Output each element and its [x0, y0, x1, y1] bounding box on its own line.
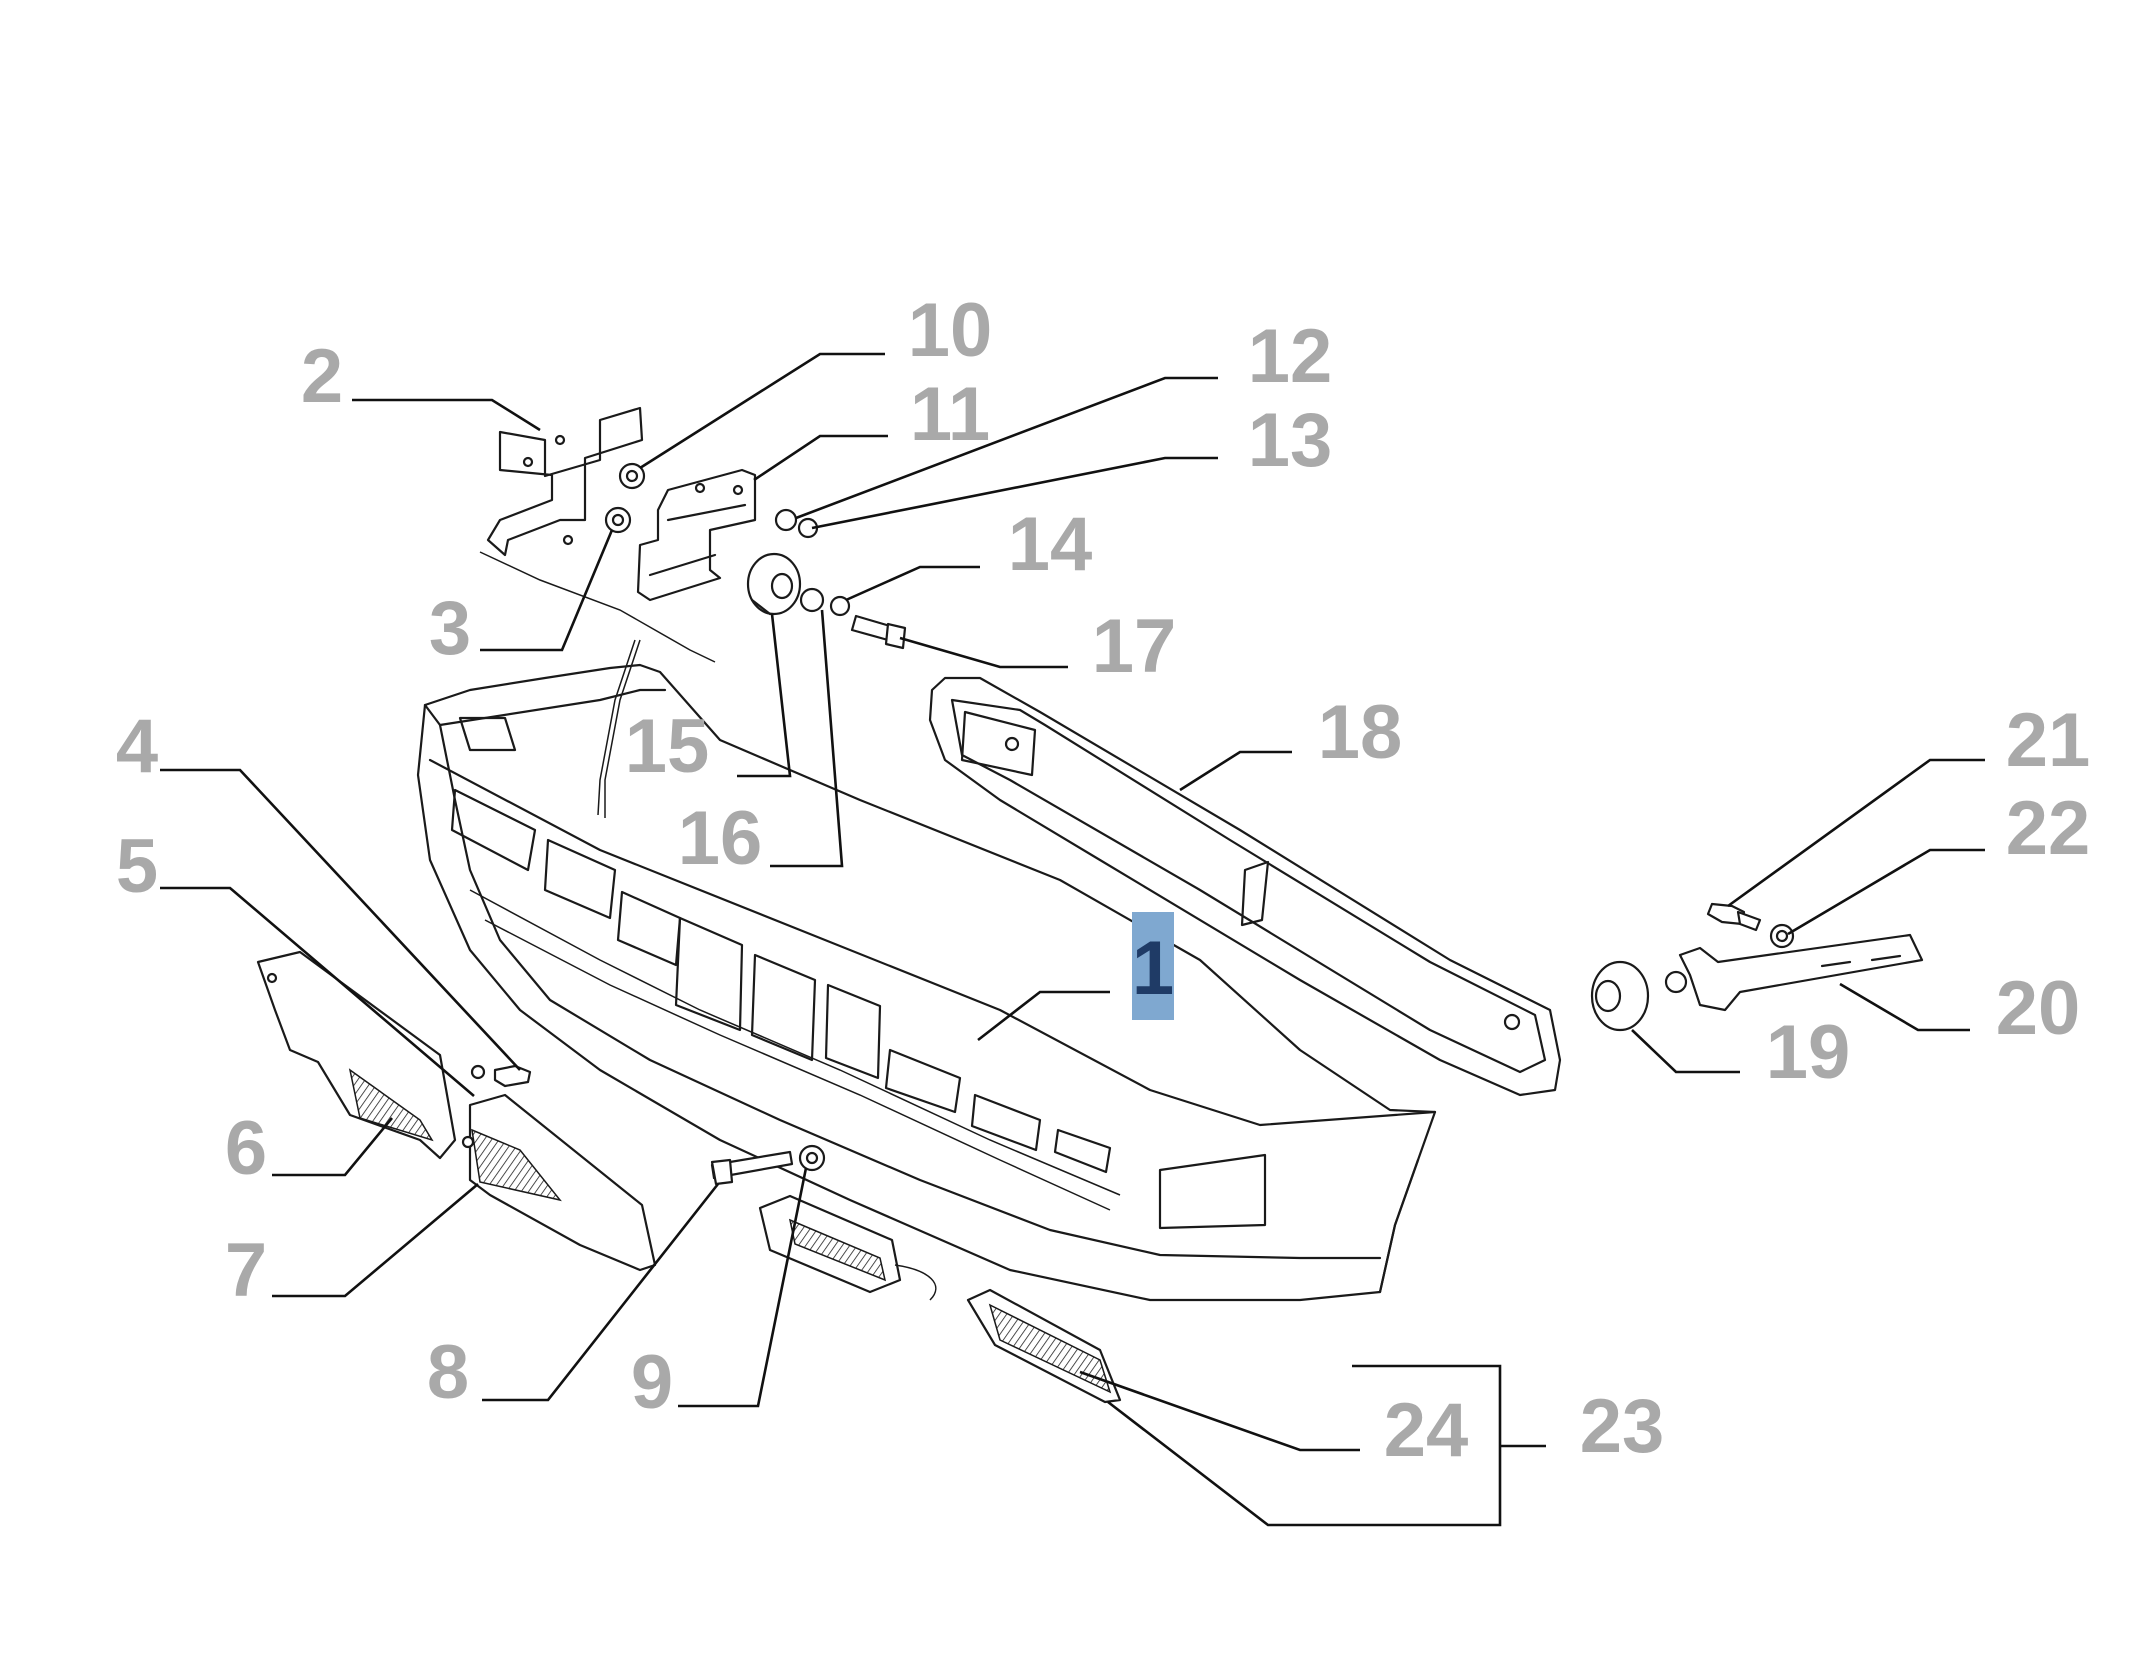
wire-harness [479, 551, 716, 818]
callout-18: 18 [1318, 690, 1403, 775]
callout-19: 19 [1766, 1010, 1851, 1095]
nut-parts [604, 462, 851, 617]
lower-grille-part [966, 1288, 1122, 1404]
callout-1: 1 [1132, 926, 1174, 1011]
callout-22: 22 [2006, 786, 2091, 871]
bolt-part [850, 614, 907, 650]
callout-labels: 1 2 3 4 5 6 7 8 9 10 11 12 13 14 15 16 1… [116, 288, 2090, 1473]
callout-15: 15 [625, 704, 710, 789]
callout-6: 6 [225, 1106, 267, 1191]
callout-8: 8 [427, 1330, 469, 1415]
bumper-shell-part [416, 663, 1437, 1302]
rubber-mount-part [1590, 960, 1688, 1032]
callout-14: 14 [1008, 502, 1093, 587]
callout-13: 13 [1248, 398, 1333, 483]
left-bracket-part [486, 406, 644, 557]
callout-24: 24 [1384, 1388, 1469, 1473]
leader-lines [160, 352, 1985, 1527]
right-bracket-part [636, 468, 757, 602]
screw-nut-21-22 [1706, 902, 1795, 949]
callout-12: 12 [1248, 314, 1333, 399]
callout-21: 21 [2006, 698, 2091, 783]
screw-washer-8-9 [710, 1144, 826, 1186]
reinforcement-bar-part [928, 676, 1562, 1097]
callout-2: 2 [301, 334, 343, 419]
callout-20: 20 [1996, 966, 2081, 1051]
callout-23: 23 [1580, 1384, 1665, 1469]
mount-bracket-part [1678, 933, 1924, 1012]
callout-9: 9 [631, 1340, 673, 1425]
callout-4: 4 [116, 704, 158, 789]
highlight-box-1 [1132, 912, 1174, 1020]
callout-7: 7 [225, 1228, 267, 1313]
callout-3: 3 [429, 586, 471, 671]
callout-17: 17 [1092, 604, 1177, 689]
parts-drawing [256, 406, 1924, 1404]
callout-5: 5 [116, 824, 158, 909]
callout-11: 11 [910, 372, 990, 457]
callout-16: 16 [678, 796, 763, 881]
fog-grille-right-part [461, 1064, 657, 1272]
fog-grille-left-part [256, 950, 457, 1160]
callout-10: 10 [908, 288, 993, 373]
rubber-bushing-part [746, 552, 802, 616]
